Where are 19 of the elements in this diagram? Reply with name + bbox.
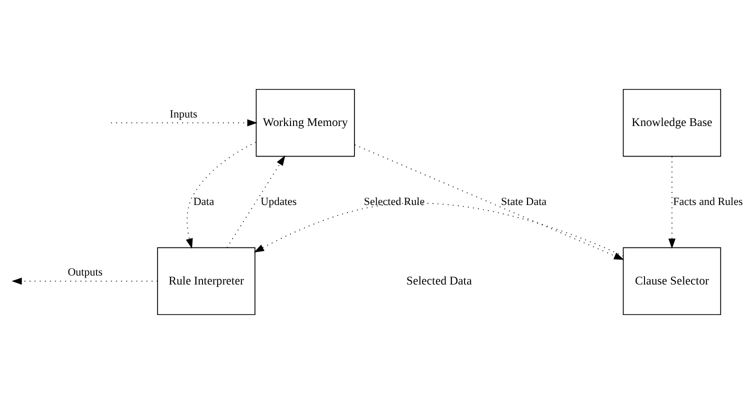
node-box: Working Memory — [256, 88, 355, 157]
arrow — [186, 142, 256, 249]
node-box: Rule Interpreter — [157, 247, 256, 316]
edge-label: Updates — [260, 196, 297, 208]
edge-label: Outputs — [68, 266, 103, 279]
edge-label: State Data — [501, 196, 547, 208]
arrow — [12, 278, 158, 285]
arrow — [254, 202, 624, 256]
edge-label: Selected Rule — [364, 196, 425, 208]
edge-label: Inputs — [170, 108, 198, 120]
node-box: Knowledge Base — [622, 88, 722, 157]
arrow — [668, 156, 676, 249]
arrow — [110, 119, 258, 126]
edge-label: Facts and Rules — [673, 196, 743, 208]
label: Selected Data — [406, 273, 472, 288]
edge-label: Data — [193, 196, 214, 208]
arrow — [354, 144, 624, 260]
node-box: Clause Selector — [622, 247, 722, 316]
arrow — [226, 155, 286, 248]
